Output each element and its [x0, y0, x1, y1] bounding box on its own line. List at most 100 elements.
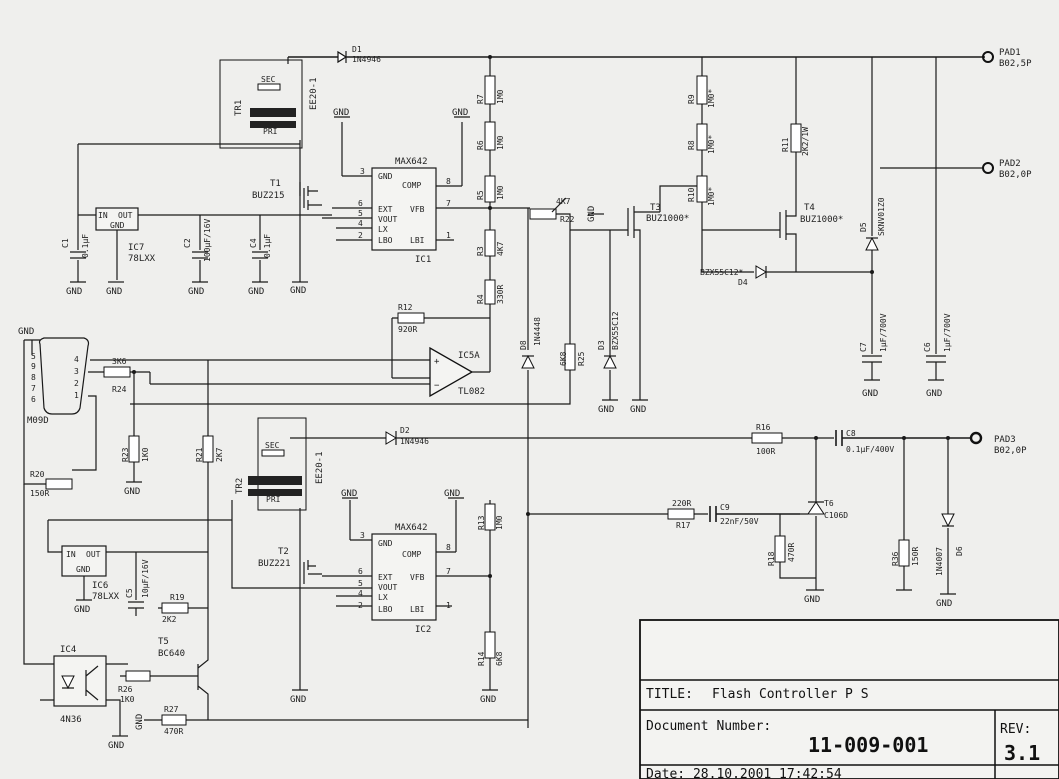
r23-value: 1K0 [141, 447, 150, 462]
pad1-value: B02,5P [999, 59, 1032, 69]
pad3-terminal[interactable] [969, 431, 983, 445]
pad3-value: B02,0P [994, 446, 1027, 456]
rev-label: REV: [1000, 722, 1031, 737]
r12-value: 920R [398, 325, 417, 334]
t2-ref: T2 [278, 547, 289, 557]
ic1-pin-lbo: LBO [378, 236, 393, 245]
pad1-label: PAD1 [999, 48, 1021, 58]
r7-ref: R7 [476, 94, 485, 104]
t3-ref: T3 [650, 203, 661, 213]
mosfet-t3: T3 BUZ1000* GND [570, 185, 702, 415]
resistor-r24: 3K6 R24 [103, 357, 131, 394]
cap-c2: C2 100µF/16V GND [183, 215, 212, 297]
diode-d8: D8 1N4448 [519, 208, 542, 728]
ic1-pin-lbi: LBI [410, 236, 425, 245]
d1-ref: D1 [352, 45, 362, 54]
tr1-part: EE20-1 [309, 77, 319, 110]
d1-value: 1N4946 [352, 55, 381, 64]
r11-value: 2K2/1W [801, 127, 810, 156]
d2-value: 1N4946 [400, 437, 429, 446]
c2-value: 100µF/16V [203, 218, 212, 262]
resistor-r13-r14: R13 1M0 R14 6K8 GND [477, 500, 504, 705]
zener-d4: BZX55C12* D4 [700, 265, 872, 287]
t6-value: C106D [824, 511, 848, 520]
gnd-r22: GND [587, 206, 597, 222]
gnd-ic1: GND [333, 108, 349, 118]
t1-value: BUZ215 [252, 191, 285, 201]
c8-ref: C8 [846, 429, 856, 438]
resistor-r19: R19 2K2 [158, 593, 208, 624]
d6-ref: D6 [955, 546, 964, 556]
t4-ref: T4 [804, 203, 815, 213]
r24-ref: R24 [112, 385, 127, 394]
r12-ref: R12 [398, 303, 413, 312]
pad3-label: PAD3 [994, 435, 1016, 445]
ic7-in: IN [98, 211, 108, 220]
r26-ref: R26 [118, 685, 133, 694]
ic2-pin-gnd: GND [378, 539, 393, 548]
resistor-r18: R18 470R [767, 514, 816, 579]
d8-value: 1N4448 [533, 317, 542, 346]
c4-ref: C4 [249, 238, 258, 248]
ic1-part: MAX642 [395, 157, 428, 167]
r4-ref: R4 [476, 294, 485, 304]
c7-ref: C7 [859, 342, 868, 352]
ic2-part: MAX642 [395, 523, 428, 533]
d5-ref: D5 [859, 222, 868, 232]
tr2-sec-label: SEC [265, 441, 280, 450]
docnum-value: 11-009-001 [808, 733, 928, 757]
r20-ref: R20 [30, 470, 45, 479]
cap-c4: C4 0.1µF GND [248, 215, 272, 297]
tr1-sec-label: SEC [261, 75, 276, 84]
regulator-ic6: IN OUT GND IC6 78LXX GND [47, 520, 208, 615]
c9-value: 22nF/50V [720, 517, 759, 526]
r3-value: 4K7 [496, 241, 505, 256]
ic2-num-5: 5 [358, 579, 363, 588]
c9-ref: C9 [720, 503, 730, 512]
ic1-pin-ext: EXT [378, 205, 393, 214]
title-label: TITLE: [646, 687, 693, 702]
r24-value: 3K6 [112, 357, 127, 366]
r3-ref: R3 [476, 246, 485, 256]
d6-value: 1N4007 [935, 547, 944, 576]
gnd-ic7: GND [106, 287, 122, 297]
r27-ref: R27 [164, 705, 179, 714]
pad3: PAD3 B02,0P [969, 431, 1027, 456]
pad1-terminal[interactable] [982, 51, 994, 63]
r17-value: 220R [672, 499, 691, 508]
diode-d2: D2 1N4946 [385, 426, 752, 446]
ic2-num-8: 8 [446, 543, 451, 552]
gnd-c1: GND [66, 287, 82, 297]
r8-value: 1M0* [707, 135, 716, 154]
r18-value: 470R [787, 543, 796, 562]
ic6-part: 78LXX [92, 592, 120, 602]
ic2-num-6: 6 [358, 567, 363, 576]
ic2-num-7: 7 [446, 567, 451, 576]
ic2-pin-lx: LX [378, 593, 388, 602]
r25-value: 6K8 [559, 351, 568, 366]
ic1-num-6: 6 [358, 199, 363, 208]
ic6-in: IN [66, 550, 76, 559]
ic2-ref: IC2 [415, 625, 431, 635]
r9-ref: R9 [687, 94, 696, 104]
r6-ref: R6 [476, 140, 485, 150]
t6-ref: T6 [824, 499, 834, 508]
ic6-gnd: GND [76, 565, 91, 574]
gnd-connector: GND [18, 327, 34, 337]
r16-ref: R16 [756, 423, 771, 432]
d8-ref: D8 [519, 340, 528, 350]
gnd-r23: GND [124, 487, 140, 497]
resistor-r22: 4K7 R22 GND [490, 197, 604, 230]
t4-value: BUZ1000* [800, 215, 843, 225]
ic1-max642: MAX642 IC1 GND COMP EXT VFB VOUT LX LBO … [322, 122, 490, 265]
top-hv-rail: PAD1 B02,5P PAD2 B02,0P [288, 48, 1032, 180]
opto-ic4: IC4 4N36 GND [40, 645, 128, 751]
r13-value: 1M0 [495, 515, 504, 530]
gnd-t2: GND [290, 695, 306, 705]
r20-value: 150R [30, 489, 49, 498]
gnd-c7: GND [862, 389, 878, 399]
r19-value: 2K2 [162, 615, 177, 624]
resistor-r23: R23 1K0 GND [121, 370, 150, 497]
ic7-ref: IC7 [128, 243, 144, 253]
m09d-pin-2: 2 [74, 379, 79, 388]
